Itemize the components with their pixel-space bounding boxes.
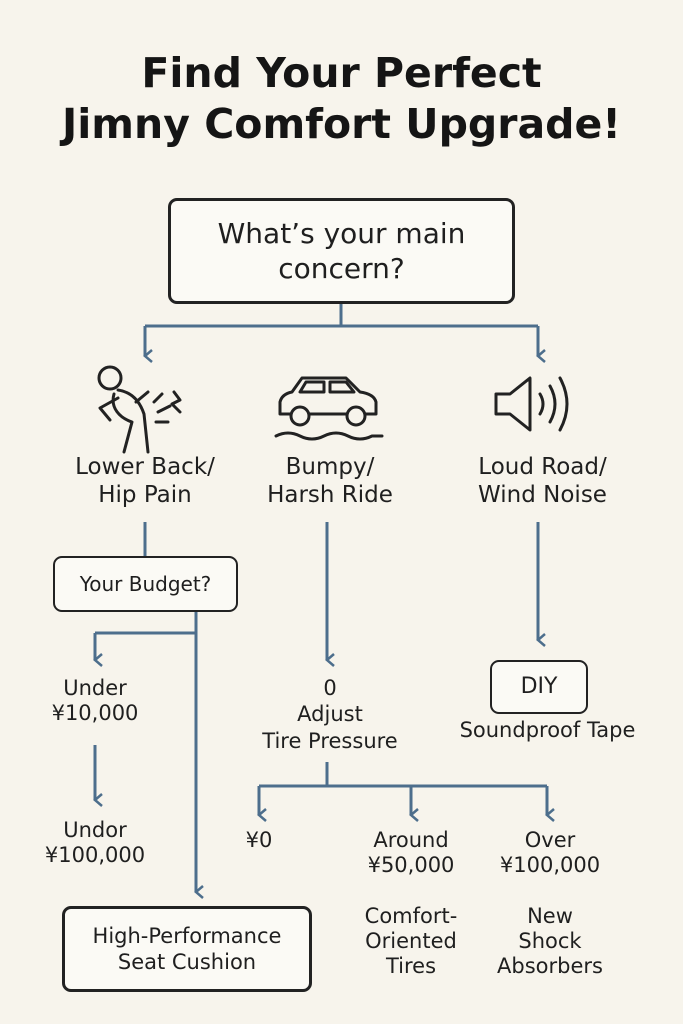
concern-noise-label: Loud Road/ Wind Noise	[478, 454, 607, 508]
main-question-box: What’s your main concern?	[168, 198, 515, 304]
budget-question-box: Your Budget?	[53, 556, 238, 612]
car-on-bumpy-road-icon	[274, 376, 384, 441]
soundproof-tape-result: Soundproof Tape	[459, 718, 636, 742]
budget-under-10k: Under ¥10,000	[51, 676, 139, 726]
concern-ride-label: Bumpy/ Harsh Ride	[267, 454, 393, 508]
back-pain-person-icon	[97, 365, 182, 454]
seat-cushion-result-box: High-Performance Seat Cushion	[62, 906, 312, 992]
speaker-sound-icon	[494, 376, 569, 432]
option-50k-result: Comfort- Oriented Tires	[364, 904, 458, 979]
budget-under-100k: Undor ¥100,000	[44, 818, 146, 868]
option-0-price: ¥0	[245, 828, 273, 852]
option-100k-price: Over ¥100,000	[499, 828, 601, 878]
tire-pressure-step: 0 Adjust Tire Pressure	[262, 676, 398, 753]
option-100k-result: New Shock Absorbers	[497, 904, 603, 979]
concern-back-label: Lower Back/ Hip Pain	[75, 454, 215, 508]
diy-badge: DIY	[490, 660, 588, 714]
option-50k-price: Around ¥50,000	[367, 828, 455, 878]
page-title: Find Your Perfect Jimny Comfort Upgrade!	[61, 49, 622, 149]
